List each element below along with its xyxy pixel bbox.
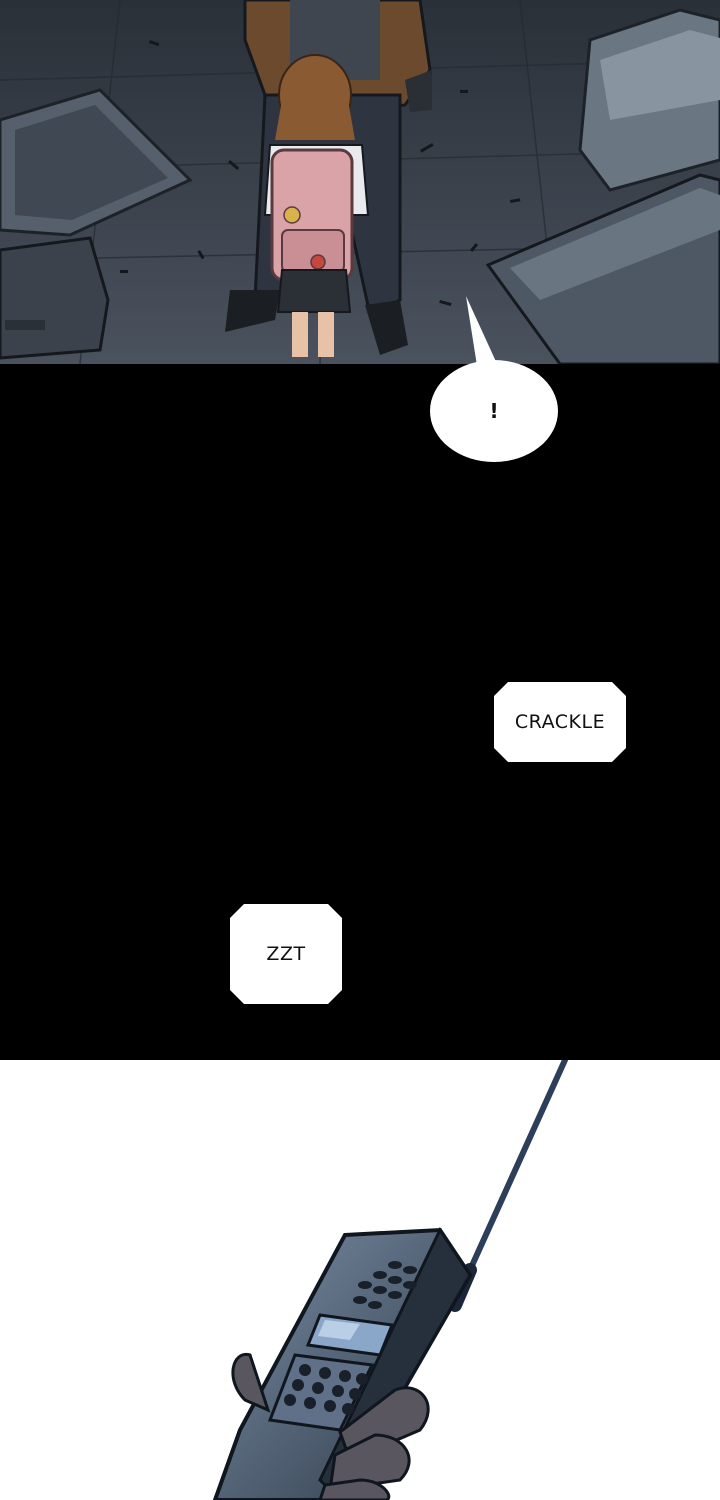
speech-bubble-text: ! <box>489 399 499 423</box>
sfx-text-zzt: ZZT <box>266 943 306 965</box>
adult-left-boot <box>225 290 280 332</box>
child-figure <box>263 54 370 357</box>
radio-illustration <box>212 1060 568 1500</box>
adult-right-boot <box>365 300 408 355</box>
adult-hand <box>405 70 432 112</box>
old-computer <box>0 236 110 360</box>
sfx-box-crackle: CRACKLE <box>494 682 626 762</box>
child-skirt <box>276 269 352 313</box>
child-right-leg <box>318 312 334 357</box>
sfx-text-crackle: CRACKLE <box>514 711 606 733</box>
hand <box>231 1353 430 1500</box>
hand-thumb <box>231 1353 271 1413</box>
office-floor-illustration <box>0 0 720 364</box>
radio-antenna <box>467 1060 568 1273</box>
radio-speaker-grille <box>353 1261 417 1309</box>
speech-bubble: ! <box>430 360 558 462</box>
sfx-box-zzt: ZZT <box>230 904 342 1004</box>
comic-panel-office-floor <box>0 0 720 364</box>
hand-finger-3 <box>318 1478 391 1500</box>
backpack-badge <box>283 206 301 224</box>
child-left-leg <box>292 312 308 357</box>
backpack-badge-red <box>310 254 326 270</box>
comic-panel-radio <box>0 1060 720 1500</box>
